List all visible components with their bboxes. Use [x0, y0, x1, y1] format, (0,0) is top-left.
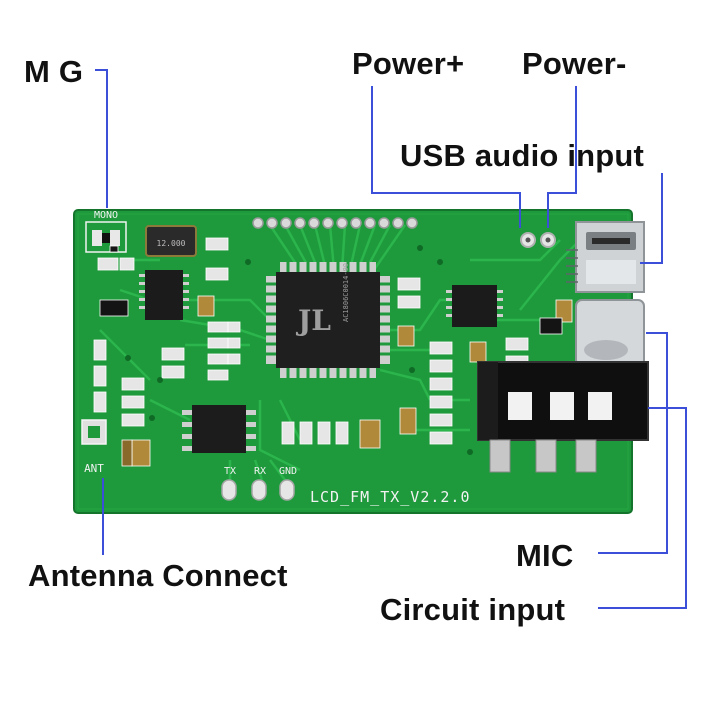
circuit-input-label: Circuit input — [380, 592, 566, 627]
antenna-pad: ANT — [81, 419, 107, 475]
usb-audio-input-label: USB audio input — [400, 138, 645, 173]
mg-label: M G — [24, 54, 84, 89]
small-ic-right — [446, 285, 503, 327]
mono-silkscreen: MONO — [94, 210, 118, 221]
board-model-silkscreen: LCD_FM_TX_V2.2.0 — [310, 488, 471, 506]
mic-label: MIC — [516, 538, 574, 573]
mic-callout-line — [598, 332, 668, 554]
op-amp-ic — [182, 405, 256, 453]
usb-connector — [566, 221, 645, 293]
power-plus-callout-line — [371, 86, 521, 228]
usb-callout-line — [640, 173, 663, 264]
ant-silkscreen: ANT — [84, 462, 104, 475]
power-minus-label: Power- — [522, 46, 627, 81]
rx-silkscreen: RX — [254, 466, 266, 477]
gnd-silkscreen: GND — [279, 466, 297, 477]
antenna-connect-label: Antenna Connect — [28, 558, 288, 593]
serial-pads — [221, 479, 295, 501]
passive-components — [93, 237, 573, 467]
crystal: 12.000 — [145, 225, 197, 257]
chip-marking: AC1806C0014-90 — [342, 263, 350, 322]
tx-silkscreen: TX — [224, 466, 236, 477]
callout-lines — [95, 69, 687, 609]
mono-switch — [85, 221, 127, 253]
crystal-marking: 12.000 — [157, 239, 186, 248]
power-pads — [520, 232, 556, 248]
small-ic-left — [139, 270, 189, 320]
mic-jack-body — [575, 299, 645, 367]
header-pins — [252, 217, 418, 229]
power-minus-callout-line — [547, 86, 577, 228]
circuit-callout-line — [598, 407, 687, 609]
audio-jack — [477, 361, 649, 473]
vias — [125, 245, 473, 455]
chip-logo: JL — [295, 304, 331, 337]
mg-callout-line — [95, 69, 108, 208]
power-plus-label: Power+ — [352, 46, 465, 81]
main-chip: JL AC1806C0014-90 — [266, 262, 390, 378]
